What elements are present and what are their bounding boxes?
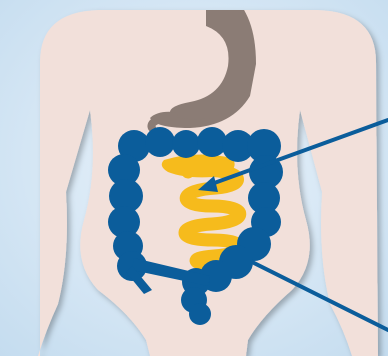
digestive-diagram xyxy=(0,0,388,356)
digestive-diagram-svg xyxy=(0,0,388,356)
